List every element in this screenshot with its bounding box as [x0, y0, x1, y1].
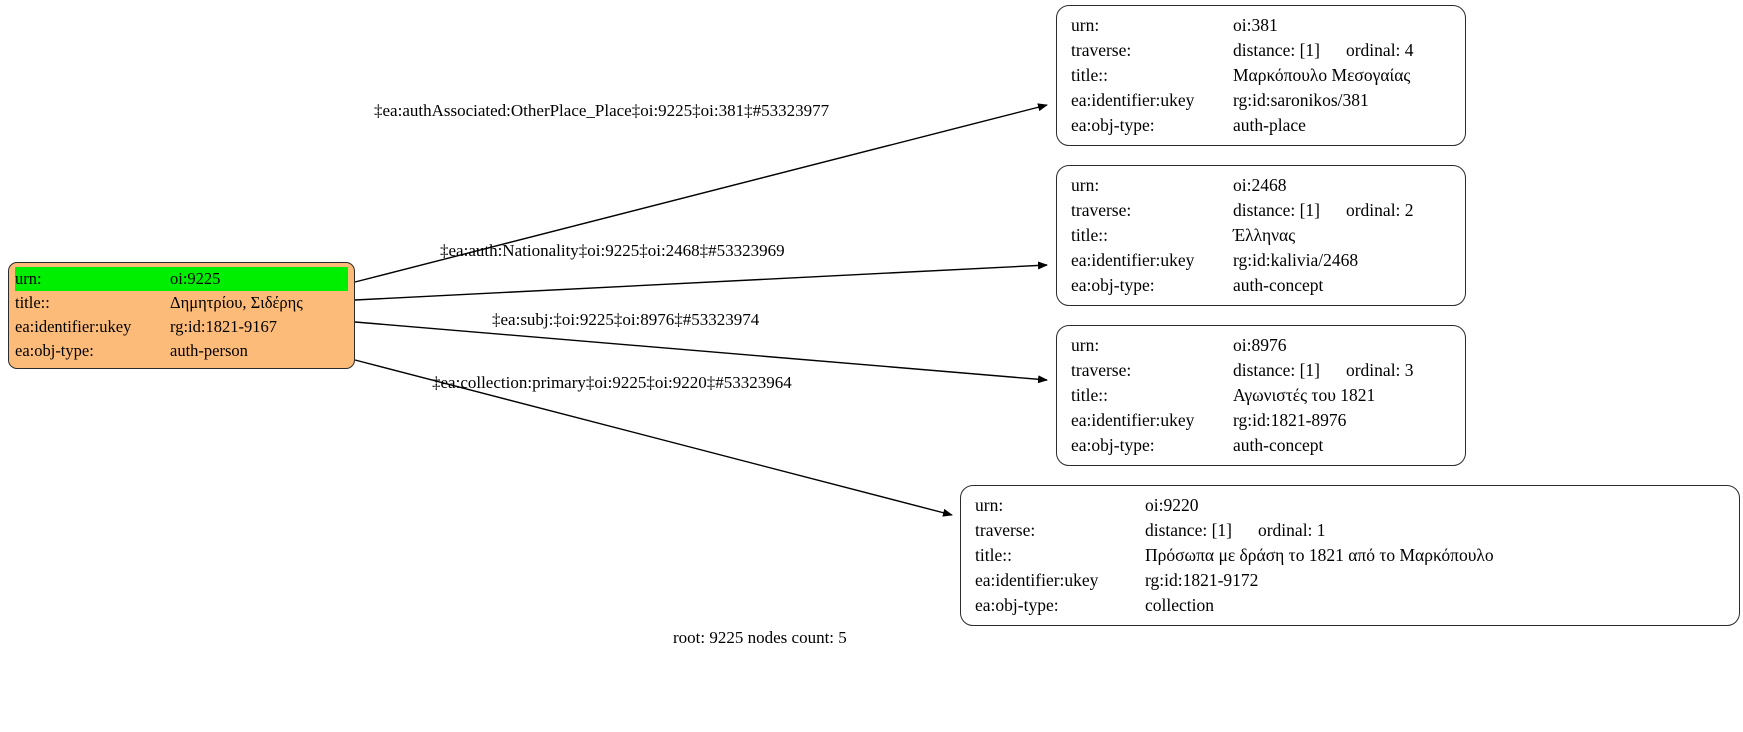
row-key: urn:	[975, 495, 1004, 515]
row-key: ea:obj-type:	[1071, 435, 1155, 455]
node-row: ea:identifier:ukey rg:id:1821-9172	[975, 568, 1727, 593]
row-key: urn:	[1071, 175, 1100, 195]
row-value: Έλληνας	[1233, 225, 1296, 245]
row-key: traverse:	[975, 520, 1036, 540]
row-value: rg:id:1821-8976	[1233, 410, 1347, 430]
row-value: rg:id:saronikos/381	[1233, 90, 1369, 110]
node-row: title:: Αγωνιστές του 1821	[1071, 383, 1453, 408]
row-key: urn:	[15, 269, 42, 288]
node-row: ea:obj-type: auth-concept	[1071, 433, 1453, 458]
node-row: title:: Μαρκόπουλο Μεσογαίας	[1071, 63, 1453, 88]
row-key: ea:obj-type:	[1071, 115, 1155, 135]
node-row: ea:obj-type: auth-concept	[1071, 273, 1453, 298]
row-key: ea:identifier:ukey	[975, 570, 1099, 590]
row-key: urn:	[1071, 335, 1100, 355]
node-row: title:: Δημητρίου, Σιδέρης	[15, 291, 348, 315]
row-value: distance: [1]	[1145, 520, 1232, 540]
node-row: ea:obj-type: collection	[975, 593, 1727, 618]
row-key: title::	[1071, 65, 1108, 85]
node-row: urn: oi:381	[1071, 13, 1453, 38]
row-value: collection	[1145, 595, 1215, 615]
node-row: traverse: distance: [1] ordinal: 4	[1071, 38, 1453, 63]
row-key: ea:obj-type:	[975, 595, 1059, 615]
node-row: ea:identifier:ukey rg:id:saronikos/381	[1071, 88, 1453, 113]
row-key: title::	[975, 545, 1012, 565]
row-value: oi:9220	[1145, 495, 1199, 515]
row-value: oi:2468	[1233, 175, 1287, 195]
row-value: auth-place	[1233, 115, 1306, 135]
node-row: ea:obj-type: auth-person	[15, 339, 348, 363]
edge-line-8976	[354, 321, 1048, 384]
edge-label-9220: ‡ea:collection:primary‡oi:9225‡oi:9220‡#…	[432, 373, 792, 392]
node-oi-9220[interactable]: urn: oi:9220 traverse: distance: [1] ord…	[960, 485, 1740, 626]
row-key: ea:obj-type:	[1071, 275, 1155, 295]
row-key: ea:obj-type:	[15, 341, 94, 360]
row-value: Αγωνιστές του 1821	[1233, 385, 1376, 405]
row-value: rg:id:kalivia/2468	[1233, 250, 1359, 270]
row-value: distance: [1]	[1233, 40, 1320, 60]
node-row: ea:identifier:ukey rg:id:1821-8976	[1071, 408, 1453, 433]
node-row: ea:identifier:ukey rg:id:kalivia/2468	[1071, 248, 1453, 273]
node-row: ea:identifier:ukey rg:id:1821-9167	[15, 315, 348, 339]
edge-label-381: ‡ea:authAssociated:OtherPlace_Place‡oi:9…	[374, 101, 830, 120]
row-value: oi:9225	[170, 269, 221, 288]
row-key: title::	[1071, 225, 1108, 245]
edge-label-2468: ‡ea:auth:Nationality‡oi:9225‡oi:2468‡#53…	[440, 241, 785, 260]
row-value: distance: [1]	[1233, 200, 1320, 220]
row-key: title::	[1071, 385, 1108, 405]
node-row: title:: Έλληνας	[1071, 223, 1453, 248]
node-row: urn: oi:8976	[1071, 333, 1453, 358]
row-value: auth-person	[170, 341, 248, 360]
graph-footer-label: root: 9225 nodes count: 5	[673, 628, 847, 647]
row-value2: ordinal: 3	[1345, 360, 1414, 380]
node-row: urn: oi:9220	[975, 493, 1727, 518]
row-key: ea:identifier:ukey	[1071, 250, 1195, 270]
node-row: title:: Πρόσωπα με δράση το 1821 από το …	[975, 543, 1727, 568]
node-oi-8976[interactable]: urn: oi:8976 traverse: distance: [1] ord…	[1056, 325, 1466, 466]
node-root-9225[interactable]: urn: oi:9225 title:: Δημητρίου, Σιδέρης …	[8, 262, 355, 369]
row-value: auth-concept	[1233, 435, 1324, 455]
node-row: traverse: distance: [1] ordinal: 3	[1071, 358, 1453, 383]
node-oi-381[interactable]: urn: oi:381 traverse: distance: [1] ordi…	[1056, 5, 1466, 146]
row-value: distance: [1]	[1233, 360, 1320, 380]
node-row: urn: oi:9225	[15, 267, 348, 291]
node-row: traverse: distance: [1] ordinal: 1	[975, 518, 1727, 543]
row-key: traverse:	[1071, 360, 1132, 380]
row-value: Πρόσωπα με δράση το 1821 από το Μαρκόπου…	[1145, 545, 1494, 565]
row-key: title::	[15, 293, 50, 312]
node-row: urn: oi:2468	[1071, 173, 1453, 198]
row-value: oi:8976	[1233, 335, 1287, 355]
row-value: auth-concept	[1233, 275, 1324, 295]
edge-line-2468	[354, 261, 1048, 301]
row-value2: ordinal: 4	[1345, 40, 1414, 60]
row-value2: ordinal: 2	[1345, 200, 1414, 220]
row-value: rg:id:1821-9172	[1145, 570, 1259, 590]
edge-label-8976: ‡ea:subj:‡oi:9225‡oi:8976‡#53323974	[492, 310, 760, 329]
row-key: ea:identifier:ukey	[15, 317, 132, 336]
row-value: rg:id:1821-9167	[170, 317, 277, 336]
row-key: ea:identifier:ukey	[1071, 410, 1195, 430]
row-key: ea:identifier:ukey	[1071, 90, 1195, 110]
row-value: oi:381	[1233, 15, 1278, 35]
node-row: ea:obj-type: auth-place	[1071, 113, 1453, 138]
row-value2: ordinal: 1	[1257, 520, 1326, 540]
row-key: urn:	[1071, 15, 1100, 35]
row-value: Μαρκόπουλο Μεσογαίας	[1233, 65, 1411, 85]
row-value: Δημητρίου, Σιδέρης	[170, 293, 303, 312]
node-row: traverse: distance: [1] ordinal: 2	[1071, 198, 1453, 223]
row-key: traverse:	[1071, 40, 1132, 60]
row-key: traverse:	[1071, 200, 1132, 220]
node-oi-2468[interactable]: urn: oi:2468 traverse: distance: [1] ord…	[1056, 165, 1466, 306]
